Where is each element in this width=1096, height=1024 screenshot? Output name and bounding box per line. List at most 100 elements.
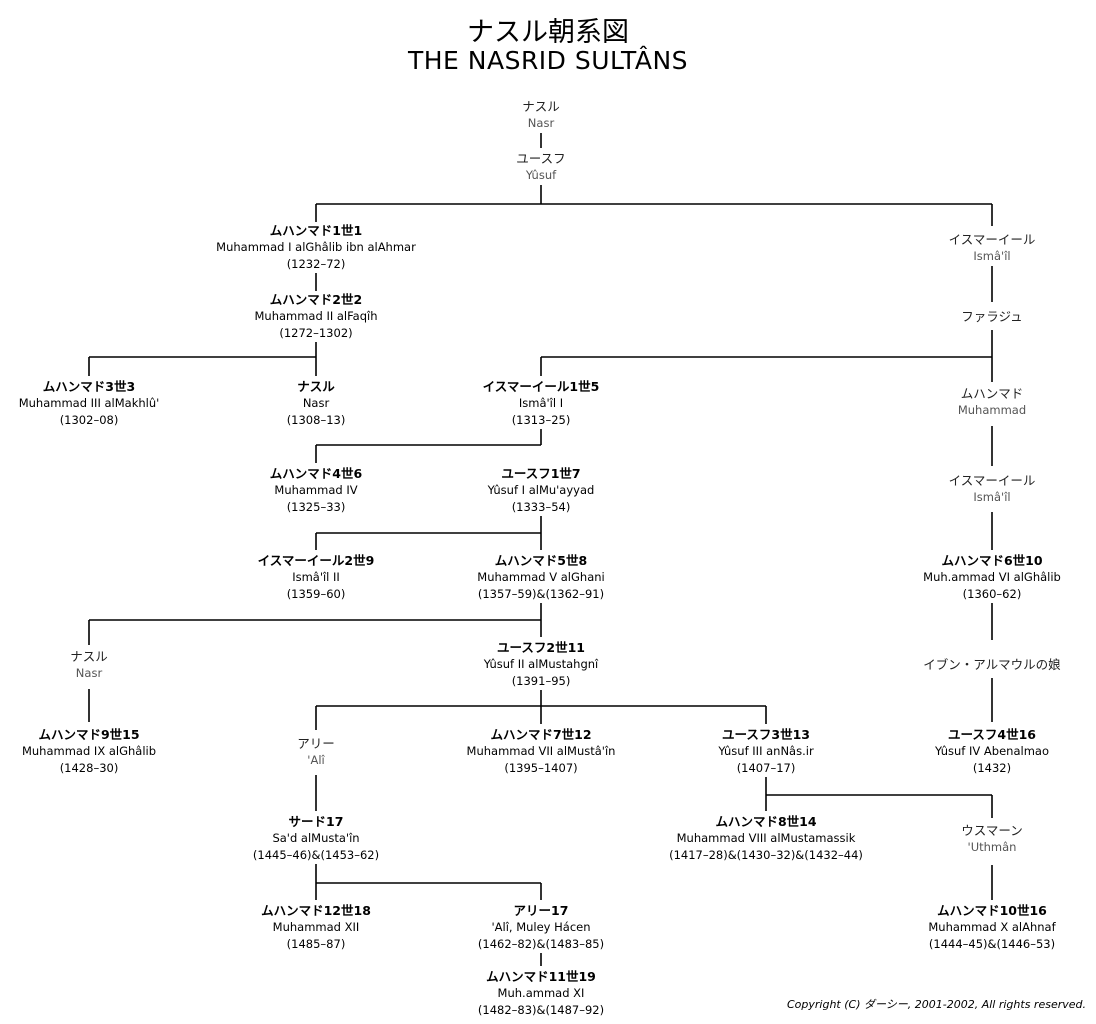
node-name-en: Yûsuf I alMu'ayyad — [487, 483, 595, 497]
node-name-jp: ムハンマド12世18 — [261, 903, 371, 918]
node-name-en: Ismâ'îl — [973, 249, 1011, 263]
node-name-jp: サード17 — [288, 814, 344, 829]
node-name-jp: アリー17 — [513, 903, 569, 918]
node-ismail-2: イスマーイール2世9 Ismâ'îl II (1359–60) — [258, 552, 375, 603]
node-muhammad-6: ムハンマド6世10 Muh.ammad VI alGhâlib (1360–62… — [923, 552, 1061, 603]
node-name-en: Muh.ammad XI — [497, 986, 585, 1000]
node-name-en: Muhammad IV — [274, 483, 358, 497]
node-ali-17: アリー17 'Alî, Muley Hácen (1462–82)&(1483–… — [478, 902, 604, 953]
node-name-jp: ナスル — [297, 379, 335, 394]
node-name-en: 'Alî, Muley Hácen — [491, 920, 591, 934]
node-ismail-1: イスマーイール1世5 Ismâ'îl I (1313–25) — [483, 378, 600, 429]
node-name-jp: ムハンマド5世8 — [494, 553, 588, 568]
node-name-en: Muhammad IX alGhâlib — [21, 744, 157, 758]
node-nasr-sultan: ナスル Nasr (1308–13) — [287, 378, 346, 429]
node-reign: (1485–87) — [286, 937, 346, 951]
node-reign: (1272–1302) — [279, 326, 353, 340]
node-name-jp: イスマーイール — [948, 473, 1036, 488]
node-name-en: Muhammad I alGhâlib ibn alAhmar — [216, 240, 416, 254]
node-name-en: Ismâ'îl — [973, 490, 1011, 504]
node-reign: (1445–46)&(1453–62) — [252, 848, 380, 862]
node-ismail-a: イスマーイール Ismâ'îl — [949, 231, 1036, 265]
node-muhammad-12: ムハンマド12世18 Muhammad XII (1485–87) — [261, 902, 371, 953]
node-muhammad-b: ムハンマド Muhammad — [958, 385, 1026, 419]
node-name-jp: ユースフ1世7 — [501, 466, 581, 481]
node-name-en: Nasr — [75, 666, 103, 680]
node-name-en: Muhammad — [957, 403, 1027, 417]
node-name-jp: ファラジュ — [961, 309, 1023, 324]
node-name-jp: イブン・アルマウルの娘 — [923, 657, 1061, 672]
node-reign: (1313–25) — [511, 413, 571, 427]
node-muhammad-9: ムハンマド9世15 Muhammad IX alGhâlib (1428–30) — [22, 726, 156, 777]
node-name-en: 'Uthmân — [967, 840, 1017, 854]
node-reign: (1417–28)&(1430–32)&(1432–44) — [669, 848, 863, 862]
node-reign: (1391–95) — [511, 674, 571, 688]
node-name-jp: ムハンマド10世16 — [937, 903, 1047, 918]
node-name-jp: ムハンマド4世6 — [269, 466, 363, 481]
node-name-jp: ウスマーン — [961, 823, 1023, 838]
node-faraj: ファラジュ — [961, 308, 1022, 325]
node-name-jp: ムハンマド11世19 — [486, 969, 596, 984]
chart-title-en: THE NASRID SULTÂNS — [407, 46, 689, 75]
node-muhammad-5: ムハンマド5世8 Muhammad V alGhani (1357–59)&(1… — [477, 552, 604, 603]
node-name-jp: イスマーイール2世9 — [257, 553, 375, 568]
node-nasr-c: ナスル Nasr — [70, 648, 108, 682]
node-reign: (1325–33) — [286, 500, 346, 514]
node-name-en: Muhammad VIII alMustamassik — [676, 831, 856, 845]
node-name-en: Muhammad II alFaqîh — [254, 309, 378, 323]
node-name-jp: ムハンマド7世12 — [490, 727, 592, 742]
node-reign: (1444–45)&(1446–53) — [928, 937, 1056, 951]
node-name-jp: イスマーイール1世5 — [482, 379, 600, 394]
node-name-en: Muhammad X alAhnaf — [928, 920, 1056, 934]
node-nasr-root: ナスル Nasr — [522, 98, 560, 132]
node-name-jp: ユースフ — [516, 151, 566, 166]
node-name-en: Muhammad XII — [272, 920, 360, 934]
node-name-jp: ムハンマド6世10 — [941, 553, 1043, 568]
node-ismail-c: イスマーイール Ismâ'îl — [949, 472, 1036, 506]
node-muhammad-10: ムハンマド10世16 Muhammad X alAhnaf (1444–45)&… — [928, 902, 1055, 953]
node-name-jp: イスマーイール — [948, 232, 1036, 247]
node-name-en: Yûsuf — [525, 168, 557, 182]
node-reign: (1302–08) — [59, 413, 119, 427]
node-name-en: 'Alî — [307, 753, 325, 767]
node-muhammad-3: ムハンマド3世3 Muhammad III alMakhlû' (1302–08… — [19, 378, 160, 429]
node-reign: (1432) — [972, 761, 1012, 775]
node-muhammad-4: ムハンマド4世6 Muhammad IV (1325–33) — [270, 465, 362, 516]
node-name-jp: ユースフ4世16 — [948, 727, 1036, 742]
node-reign: (1482–83)&(1487–92) — [477, 1003, 605, 1017]
node-name-en: Muhammad III alMakhlû' — [18, 396, 160, 410]
node-muhammad-8: ムハンマド8世14 Muhammad VIII alMustamassik (1… — [669, 813, 863, 864]
node-reign: (1308–13) — [286, 413, 346, 427]
node-name-jp: ユースフ3世13 — [722, 727, 810, 742]
node-reign: (1357–59)&(1362–91) — [477, 587, 605, 601]
node-name-en: Muh.ammad VI alGhâlib — [923, 570, 1061, 584]
node-name-en: Ismâ'îl I — [518, 396, 564, 410]
node-reign: (1428–30) — [59, 761, 119, 775]
node-name-en: Ismâ'îl II — [292, 570, 340, 584]
node-name-en: Yûsuf III anNâs.ir — [718, 744, 814, 758]
node-muhammad-1: ムハンマド1世1 Muhammad I alGhâlib ibn alAhmar… — [216, 222, 416, 273]
node-name-en: Nasr — [302, 396, 330, 410]
node-name-en: Sa'd alMusta'în — [272, 831, 360, 845]
node-name-jp: ユースフ2世11 — [497, 640, 585, 655]
node-muhammad-11: ムハンマド11世19 Muh.ammad XI (1482–83)&(1487–… — [478, 968, 604, 1019]
node-name-en: Yûsuf IV Abenalmao — [935, 744, 1049, 758]
node-name-jp: ムハンマド2世2 — [269, 292, 363, 307]
node-name-jp: ムハンマド — [960, 386, 1024, 401]
chart-title-jp: ナスル朝系図 — [467, 17, 629, 48]
node-name-jp: ムハンマド8世14 — [715, 814, 817, 829]
node-name-jp: ナスル — [522, 99, 560, 114]
node-reign: (1462–82)&(1483–85) — [477, 937, 605, 951]
node-name-jp: ムハンマド9世15 — [38, 727, 140, 742]
node-yusuf-3: ユースフ3世13 Yûsuf III anNâs.ir (1407–17) — [718, 726, 813, 777]
node-name-jp: ナスル — [70, 649, 108, 664]
node-name-en: Muhammad V alGhani — [477, 570, 605, 584]
node-uthman: ウスマーン 'Uthmân — [961, 822, 1023, 856]
node-ali-a: アリー 'Alî — [297, 735, 335, 769]
node-reign: (1360–62) — [962, 587, 1022, 601]
node-name-en: Yûsuf II alMustahgnî — [483, 657, 599, 671]
node-reign: (1333–54) — [511, 500, 571, 514]
node-reign: (1359–60) — [286, 587, 346, 601]
node-reign: (1232–72) — [286, 257, 346, 271]
